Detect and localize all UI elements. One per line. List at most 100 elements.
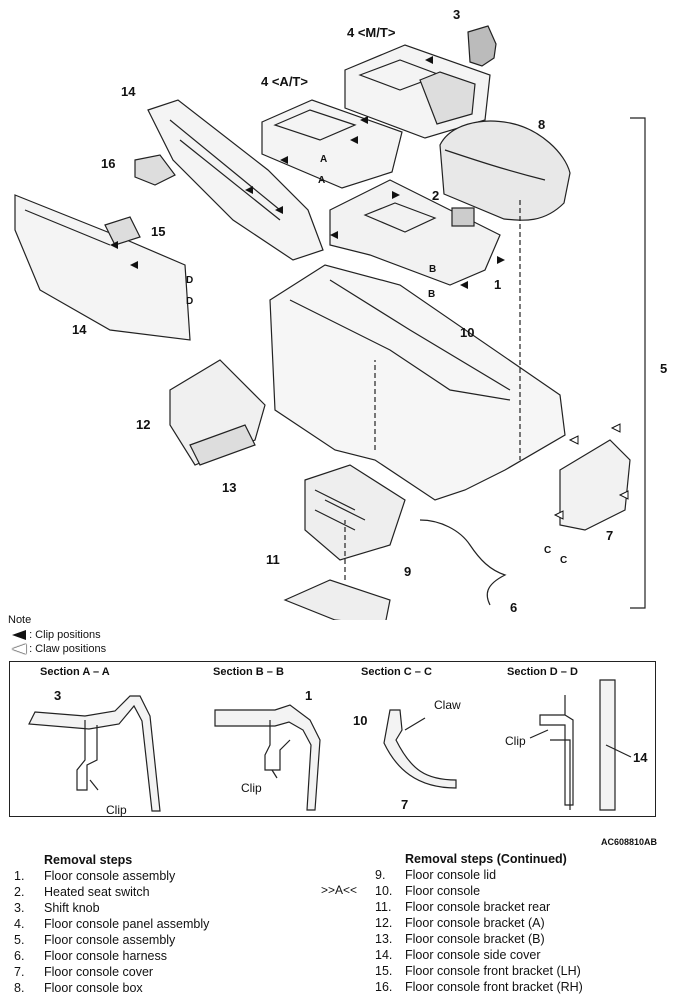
step-number: 15.: [375, 964, 393, 978]
label-part-15: 15: [151, 224, 166, 239]
step-text: Floor console panel assembly: [44, 917, 210, 931]
removal-header-left: Removal steps: [44, 853, 133, 867]
section-bb-title: Section B – B: [213, 666, 284, 678]
step-text: Floor console cover: [44, 965, 154, 979]
removal-right-step-6: 14. Floor console side cover: [375, 947, 583, 963]
section-aa-clip: Clip: [106, 803, 127, 817]
section-dd-num14: 14: [633, 750, 648, 765]
step-number: 6.: [14, 949, 25, 963]
removal-right-step-4: 12.Floor console bracket (A): [375, 915, 583, 931]
step-number: 11.: [375, 900, 392, 914]
step-number: 7.: [14, 965, 25, 979]
removal-left-step-1: 1. Floor console assembly: [14, 868, 209, 884]
step-text: Floor console: [405, 884, 481, 898]
section-bb-num: 1: [305, 688, 313, 703]
removal-left-step-7: 7. Floor console cover: [14, 964, 209, 980]
label-part-14-lower: 14: [72, 322, 87, 337]
step-marker: >>A<<: [321, 883, 358, 897]
step-text: Floor console lid: [405, 868, 497, 882]
label-part-4-at: 4 <A/T>: [261, 74, 308, 89]
removal-header-right: Removal steps (Continued): [405, 852, 567, 866]
step-number: 1.: [14, 869, 25, 883]
label-part-10: 10: [460, 325, 475, 340]
step-text: Floor console assembly: [44, 933, 176, 947]
removal-right-step-3: 11. Floor console bracket rear: [375, 899, 583, 915]
section-bb-clip: Clip: [241, 781, 262, 795]
section-cc-num7: 7: [401, 797, 409, 812]
label-a-1: A: [320, 154, 328, 165]
note-clip-row: : Clip positions: [12, 629, 101, 641]
removal-left-step-8: 8. Floor console box: [14, 980, 209, 996]
removal-right-step-8: 16. Floor console front bracket (RH): [375, 979, 583, 995]
label-part-2: 2: [432, 188, 440, 203]
label-d-2: D: [186, 296, 194, 307]
step-text: Floor console harness: [44, 949, 167, 963]
label-part-6: 6: [510, 600, 518, 615]
label-c-2: C: [560, 555, 568, 566]
removal-right-step-5: 13. Floor console bracket (B): [375, 931, 583, 947]
step-number: 13.: [375, 932, 393, 946]
label-d-1: D: [186, 275, 194, 286]
step-text: Floor console assembly: [44, 869, 176, 883]
removal-right-step-2: 10. Floor console: [375, 883, 583, 899]
label-part-13: 13: [222, 480, 237, 495]
figure-code: AC608810AB: [601, 837, 658, 847]
label-a-2: A: [318, 175, 326, 186]
label-part-5: 5: [660, 361, 668, 376]
step-text: Floor console bracket (B): [405, 932, 545, 946]
label-part-4-mt: 4 <M/T>: [347, 25, 396, 40]
step-number: 5.: [14, 933, 25, 947]
section-dd-clip: Clip: [505, 734, 526, 748]
label-part-14-upper: 14: [121, 84, 136, 99]
step-number: 14.: [375, 948, 393, 962]
label-c-1: C: [544, 545, 552, 556]
step-text: Floor console front bracket (RH): [405, 980, 583, 994]
label-b-2: B: [428, 289, 436, 300]
section-box: [9, 661, 656, 817]
step-number: 2.: [14, 885, 25, 899]
step-text: Shift knob: [44, 901, 100, 915]
note-title: Note: [8, 614, 32, 626]
section-dd-title: Section D – D: [507, 666, 578, 678]
label-part-8: 8: [538, 117, 546, 132]
step-number: 8.: [14, 981, 25, 995]
removal-left-step-4: 4. Floor console panel assembly: [14, 916, 209, 932]
step-number: 9.: [375, 868, 386, 882]
section-cc-num10: 10: [353, 713, 368, 728]
label-part-16: 16: [101, 156, 116, 171]
step-text: Floor console front bracket (LH): [405, 964, 581, 978]
step-number: 3.: [14, 901, 25, 915]
note-claw-row: : Claw positions: [12, 643, 106, 655]
section-aa-num: 3: [54, 688, 62, 703]
label-part-1: 1: [494, 277, 502, 292]
section-cc-title: Section C – C: [361, 666, 432, 678]
label-part-9: 9: [404, 564, 412, 579]
step-text: Floor console side cover: [405, 948, 541, 962]
note-claw-text: : Claw positions: [29, 643, 107, 655]
exploded-view-drawing: [14, 25, 646, 620]
removal-right-step-1: 9. Floor console lid: [375, 867, 583, 883]
removal-left-step-5: 5. Floor console assembly: [14, 932, 209, 948]
step-number: 10.: [375, 884, 393, 898]
removal-steps-right: Removal steps (Continued) 9. Floor consol…: [375, 851, 583, 995]
removal-left-step-2: 2. Heated seat switch: [14, 884, 209, 900]
note-clip-text: : Clip positions: [29, 629, 101, 641]
section-aa-title: Section A – A: [40, 666, 110, 678]
label-part-3: 3: [453, 7, 461, 22]
label-part-7: 7: [606, 528, 614, 543]
label-part-11: 11: [266, 552, 280, 567]
removal-right-step-7: 15. Floor console front bracket (LH): [375, 963, 583, 979]
label-b-1: B: [429, 264, 437, 275]
claw-arrow-icon: [12, 644, 26, 655]
removal-left-step-3: 3. Shift knob: [14, 900, 209, 916]
step-text: Floor console bracket rear: [405, 900, 551, 914]
removal-left-step-6: 6. Floor console harness: [14, 948, 209, 964]
step-number: 16.: [375, 980, 393, 994]
step-number: 4.: [14, 917, 25, 931]
step-number: 12.: [375, 916, 393, 930]
step-text: Floor console box: [44, 981, 143, 995]
step-text: Heated seat switch: [44, 885, 150, 899]
label-part-12: 12: [136, 417, 151, 432]
section-cc-claw: Claw: [434, 698, 461, 712]
